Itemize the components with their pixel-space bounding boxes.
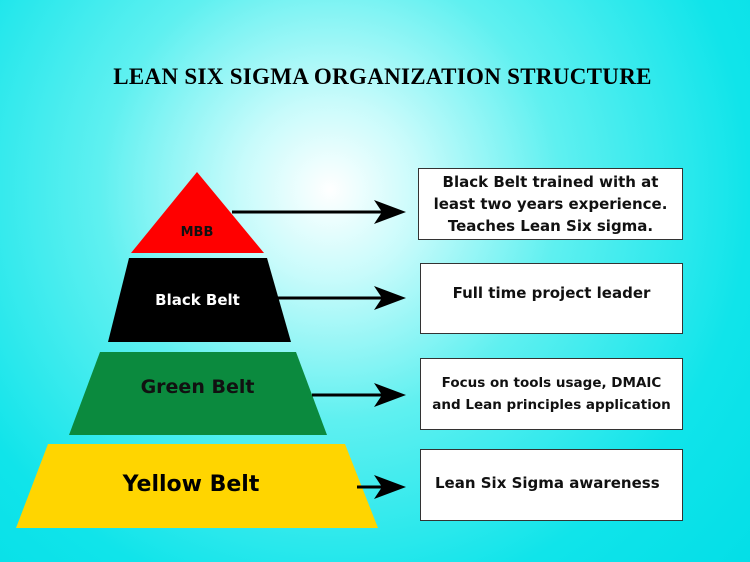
arrowhead-icon [374,475,406,499]
level-label-yellow-belt: Yellow Belt [122,472,260,497]
level-label-green-belt: Green Belt [140,376,255,398]
description-box-yellow-belt: Lean Six Sigma awareness [420,449,683,521]
level-label-mbb: MBB [180,225,214,240]
pyramid-level-black-belt [108,258,291,342]
description-text: Black Belt trained with at least two yea… [433,173,668,235]
diagram-title: LEAN SIX SIGMA ORGANIZATION STRUCTURE [113,64,652,89]
arrowhead-icon [374,200,406,224]
arrowhead-icon [374,286,406,310]
description-text: Focus on tools usage, DMAIC and Lean pri… [432,375,671,413]
arrowhead-icon [374,383,406,407]
description-text: Lean Six Sigma awareness [435,474,660,492]
description-box-green-belt: Focus on tools usage, DMAIC and Lean pri… [420,358,683,430]
description-box-mbb: Black Belt trained with at least two yea… [418,168,683,240]
pyramid-level-yellow-belt [16,444,378,528]
level-label-black-belt: Black Belt [155,291,240,309]
description-text: Full time project leader [452,284,651,302]
pyramid-level-green-belt [69,352,327,435]
description-box-black-belt: Full time project leader [420,263,683,334]
pyramid-level-mbb [131,172,264,253]
